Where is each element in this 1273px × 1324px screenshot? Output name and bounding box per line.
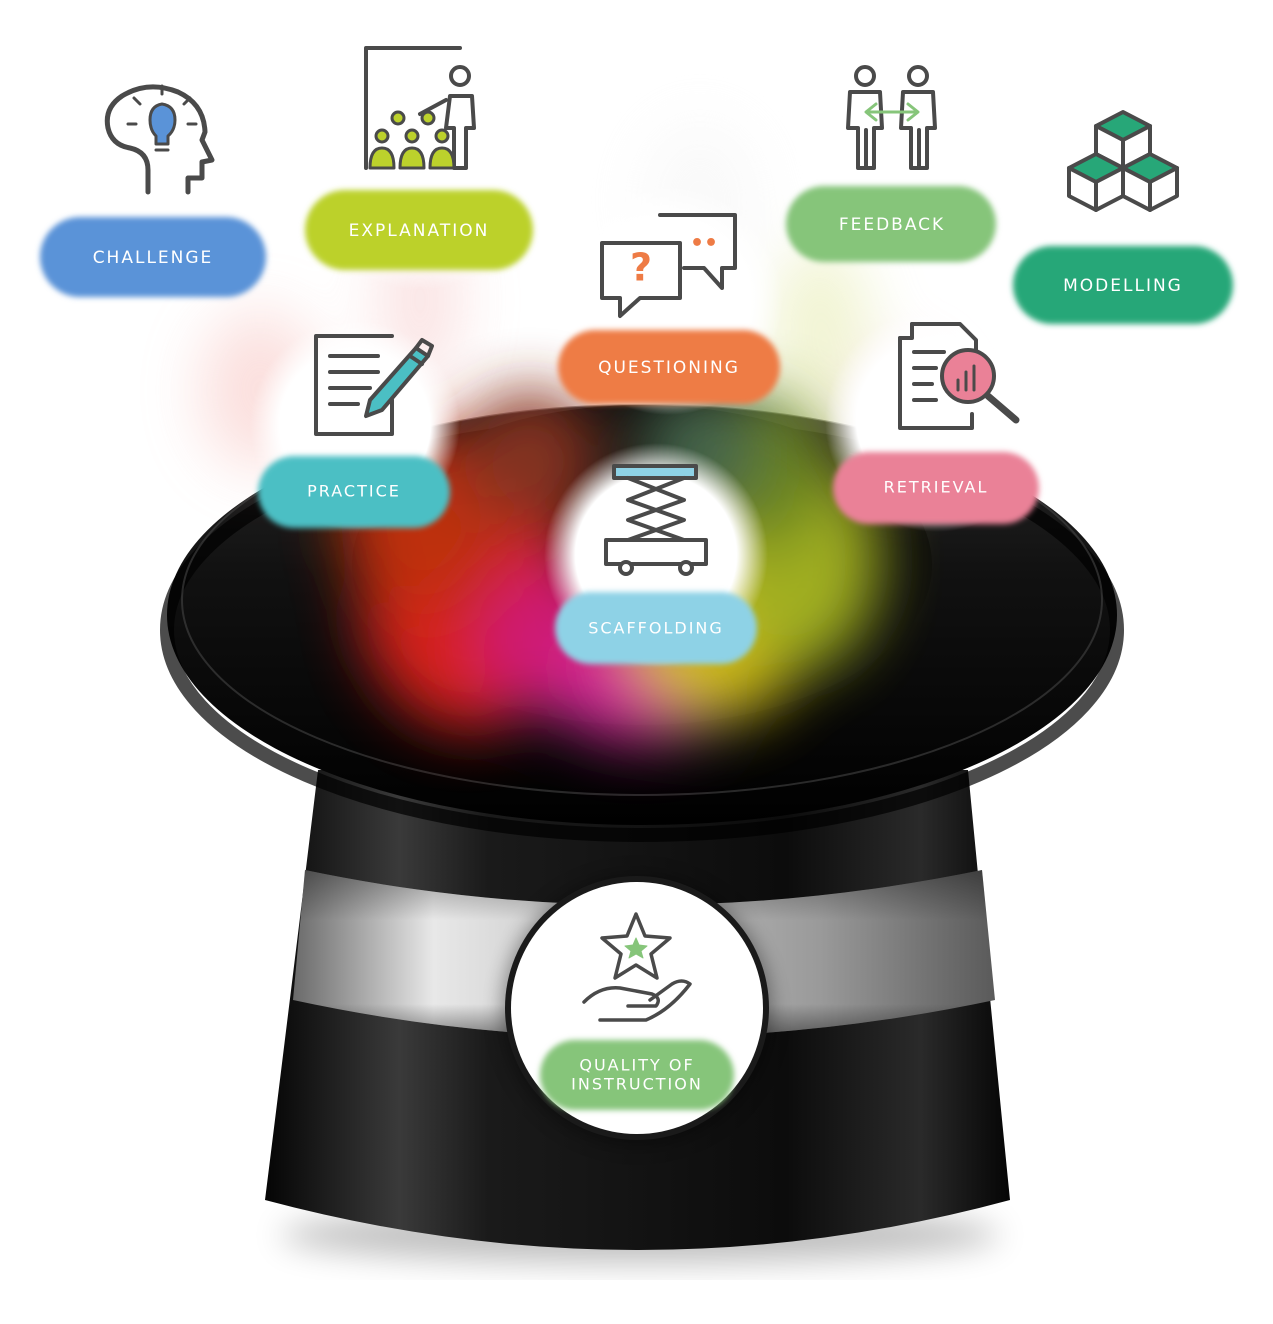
- quality-label-line1: QUALITY OF: [579, 1056, 694, 1075]
- quality-pill: [540, 1040, 734, 1110]
- scaffolding-pill: [555, 592, 757, 664]
- explanation-pill: [305, 190, 533, 270]
- challenge-node: CHALLENGE: [35, 70, 275, 310]
- quality-label-line2: INSTRUCTION: [571, 1075, 703, 1094]
- questioning-pill: [558, 330, 780, 404]
- challenge-pill: [40, 217, 266, 297]
- retrieval-node: RETRIEVAL: [825, 308, 1049, 532]
- feedback-pill: [786, 186, 996, 262]
- speech-dots: ••: [690, 231, 718, 256]
- star-in-hand-icon: [582, 912, 692, 1022]
- document-pen-icon: [314, 334, 434, 436]
- challenge-label: CHALLENGE: [93, 248, 214, 268]
- explanation-node: EXPLANATION: [295, 40, 545, 290]
- feedback-label: FEEDBACK: [839, 215, 945, 235]
- document-magnifier-icon: [898, 322, 1020, 430]
- modelling-node: MODELLING: [1008, 100, 1238, 330]
- practice-node: PRACTICE: [250, 320, 460, 530]
- speech-bubbles-icon: [600, 213, 737, 318]
- lightbulb-head-icon: [104, 84, 215, 195]
- retrieval-label: RETRIEVAL: [884, 478, 989, 497]
- stacked-cubes-icon: [1067, 110, 1179, 212]
- questioning-node: ? •• QUESTIONING: [553, 185, 783, 415]
- modelling-label: MODELLING: [1063, 276, 1183, 296]
- scissor-lift-icon: [604, 464, 708, 576]
- scaffolding-label: SCAFFOLDING: [588, 619, 724, 638]
- two-people-exchange-icon: [846, 65, 937, 170]
- teacher-presentation-icon: [364, 46, 476, 170]
- scaffolding-node: SCAFFOLDING: [544, 443, 768, 667]
- feedback-node: FEEDBACK: [780, 48, 1004, 272]
- modelling-pill: [1013, 246, 1233, 324]
- retrieval-pill: [833, 452, 1039, 524]
- quality-of-instruction-node: QUALITY OF INSTRUCTION: [503, 876, 771, 1144]
- practice-label: PRACTICE: [307, 482, 401, 501]
- question-mark: ?: [630, 246, 652, 290]
- questioning-label: QUESTIONING: [598, 358, 740, 378]
- practice-pill: [258, 456, 450, 528]
- explanation-label: EXPLANATION: [349, 221, 490, 241]
